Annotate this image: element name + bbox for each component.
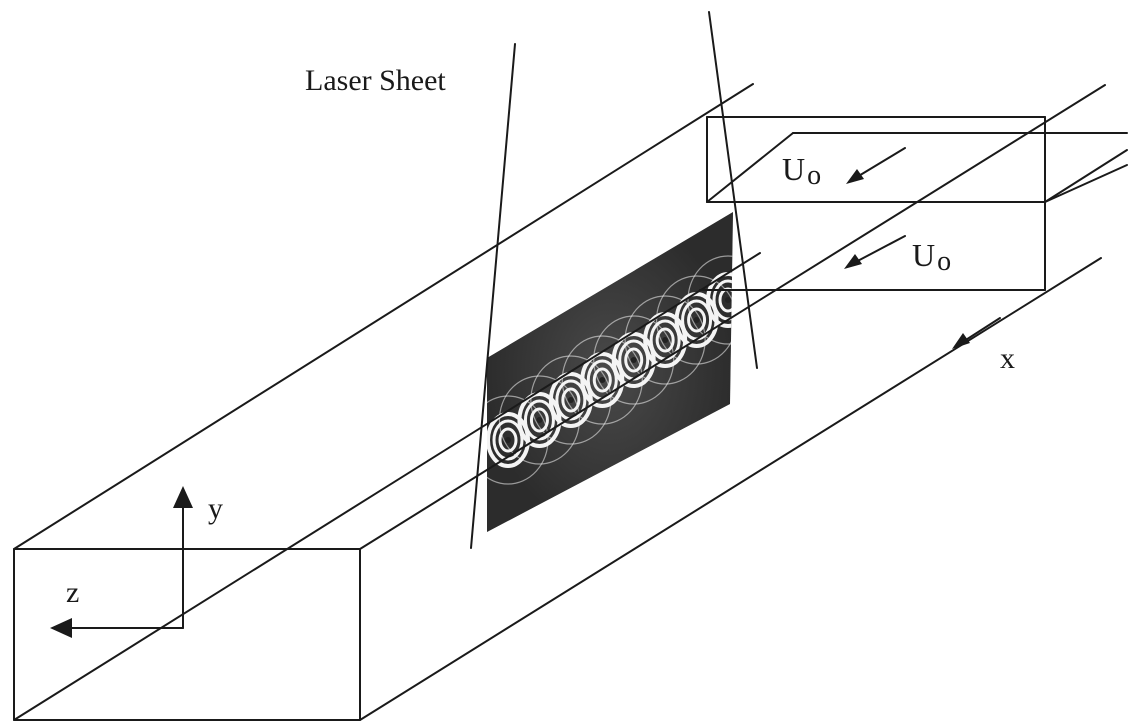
laser-sheet-beam (470, 11, 758, 549)
velocity-label-mid: Uo (912, 237, 951, 277)
coordinate-axes (50, 486, 193, 638)
x-axis-arrow (952, 317, 1001, 349)
y-axis-label: y (208, 492, 223, 525)
velocity-label-top: Uo (782, 151, 821, 191)
y-axis-arrowhead (173, 486, 193, 508)
x-axis-label: x (1000, 342, 1015, 375)
channel-front-face (13, 548, 361, 721)
main-channel (13, 83, 1106, 721)
vortex-row (487, 255, 733, 485)
inlet-channel (699, 116, 1128, 291)
z-axis-arrowhead (50, 618, 72, 638)
z-axis-label: z (66, 576, 79, 609)
vortex (655, 275, 733, 365)
laser-sheet-label: Laser Sheet (305, 64, 446, 97)
vortex (498, 375, 581, 465)
flow-arrow-top (846, 147, 906, 184)
laser-sheet-image (487, 212, 733, 532)
flow-arrow-mid (844, 235, 906, 269)
